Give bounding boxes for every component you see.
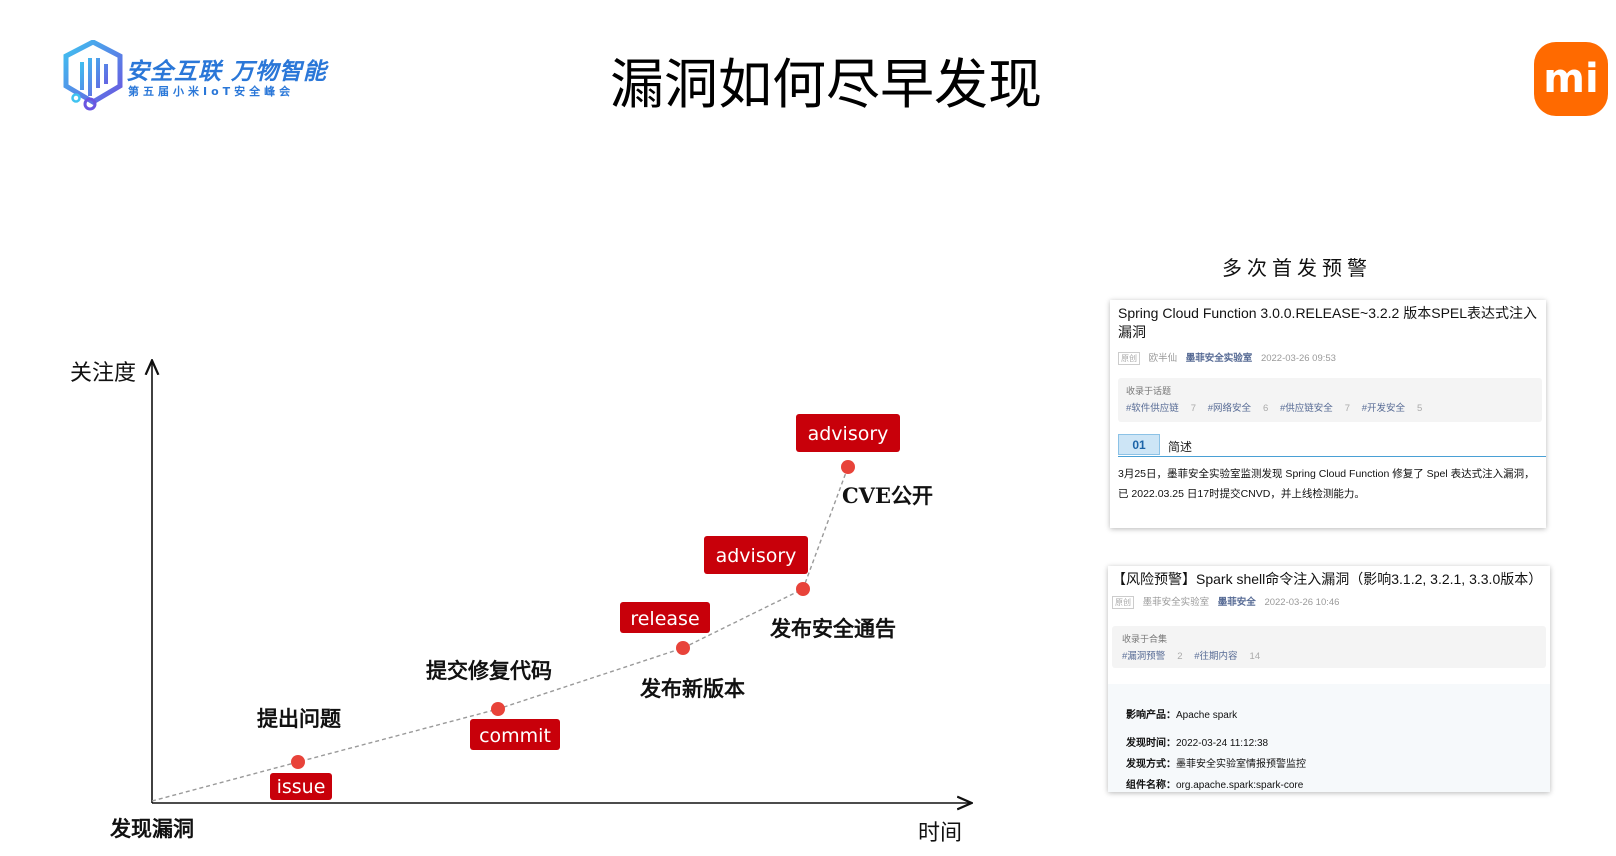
card1-original-tag: 原创 — [1118, 352, 1140, 365]
summit-logo — [60, 39, 350, 116]
page-title: 漏洞如何尽早发现 — [610, 53, 1042, 116]
card2-info-row: 组件名称：org.apache.spark:spark-core — [1126, 780, 1304, 791]
stage-tag-release — [620, 602, 710, 633]
stage-dot-issue — [291, 755, 305, 769]
stage-tag-advisory — [704, 536, 808, 574]
stage-tag-text-cve-advisory: advisory — [808, 423, 889, 445]
article-card-spark: 【风险预警】Spark shell命令注入漏洞（影响3.1.2, 3.2.1, … — [1108, 566, 1550, 792]
attention-curve — [151, 466, 849, 802]
card2-collection-heading: 收录于合集 — [1122, 634, 1168, 644]
stage-dot-commit — [491, 702, 505, 716]
stage-tag-text-advisory: advisory — [716, 545, 797, 567]
card2-info-row: 发现方式：墨菲安全实验室情报预警监控 — [1126, 759, 1306, 770]
y-axis-label: 关注度 — [70, 361, 136, 386]
card1-section-header: 01 简述 — [1118, 434, 1546, 457]
stage-label-commit: 提交修复代码 — [426, 658, 552, 683]
card2-author: 墨菲安全实验室 — [1142, 597, 1210, 608]
card1-account-link[interactable]: 墨菲安全实验室 — [1185, 353, 1253, 364]
x-axis-label: 时间 — [918, 821, 962, 846]
logo-title: 安全互联 万物智能 — [126, 59, 328, 85]
card1-datetime: 2022-03-26 09:53 — [1260, 353, 1336, 364]
card2-original-tag: 原创 — [1112, 596, 1134, 609]
stage-tag-cve-advisory — [796, 414, 900, 452]
card2-info-panel: 影响产品：Apache spark 发现时间：2022-03-24 11:12:… — [1108, 684, 1550, 792]
shield-logo-icon — [63, 39, 123, 111]
stage-dot-advisory — [796, 582, 810, 596]
card2-datetime: 2022-03-26 10:46 — [1264, 597, 1340, 608]
stage-tag-commit — [470, 719, 560, 750]
card2-info-row: 发现时间：2022-03-24 11:12:38 — [1126, 738, 1269, 749]
card1-title: Spring Cloud Function 3.0.0.RELEASE~3.2.… — [1118, 305, 1538, 340]
stage-tag-text-commit: commit — [479, 725, 551, 747]
stage-dot-release — [676, 641, 690, 655]
card1-meta: 原创 欧半仙 墨菲安全实验室 2022-03-26 09:53 — [1118, 350, 1336, 365]
stage-dot-cve — [841, 460, 855, 474]
card2-account-link[interactable]: 墨菲安全 — [1217, 597, 1256, 608]
card1-topics-heading: 收录于话题 — [1126, 386, 1172, 396]
stage-label-cve: CVE公开 — [842, 483, 933, 508]
stage-label-advisory: 发布安全通告 — [769, 616, 896, 641]
stage-label-issue: 提出问题 — [257, 706, 342, 731]
card1-body-line: 3月25日，墨菲安全实验室监测发现 Spring Cloud Function … — [1118, 468, 1535, 480]
card1-author: 欧半仙 — [1148, 353, 1178, 364]
card2-meta: 原创 墨菲安全实验室 墨菲安全 2022-03-26 10:46 — [1112, 594, 1339, 609]
card2-title: 【风险预警】Spark shell命令注入漏洞（影响3.1.2, 3.2.1, … — [1112, 571, 1543, 587]
stage-tag-text-release: release — [630, 608, 699, 630]
stage-tag-text-issue: issue — [277, 776, 326, 798]
stage-label-release: 发布新版本 — [639, 676, 745, 701]
brand-mark: mi — [1543, 56, 1599, 102]
card2-info-row: 影响产品：Apache spark — [1126, 710, 1238, 721]
article-card-spring-cloud: Spring Cloud Function 3.0.0.RELEASE~3.2.… — [1110, 300, 1546, 528]
stage-tag-issue — [270, 773, 332, 800]
origin-label: 发现漏洞 — [109, 816, 194, 841]
card1-section-name: 简述 — [1168, 440, 1193, 454]
xiaomi-logo-icon: mi — [1534, 42, 1608, 116]
card1-body: 3月25日，墨菲安全实验室监测发现 Spring Cloud Function … — [1118, 464, 1540, 504]
right-panel-heading: 多次首发预警 — [1222, 256, 1372, 280]
card1-section-number: 01 — [1118, 434, 1160, 455]
logo-subtitle: 第五届小米IoT安全峰会 — [128, 85, 295, 98]
card1-body-line: 已 2022.03.25 日17时提交CNVD，并上线检测能力。 — [1118, 488, 1365, 500]
disclosure-timeline-diagram: 关注度 时间 发现漏洞 issue 提出问题 commit 提交修复代码 rel… — [70, 0, 1000, 846]
